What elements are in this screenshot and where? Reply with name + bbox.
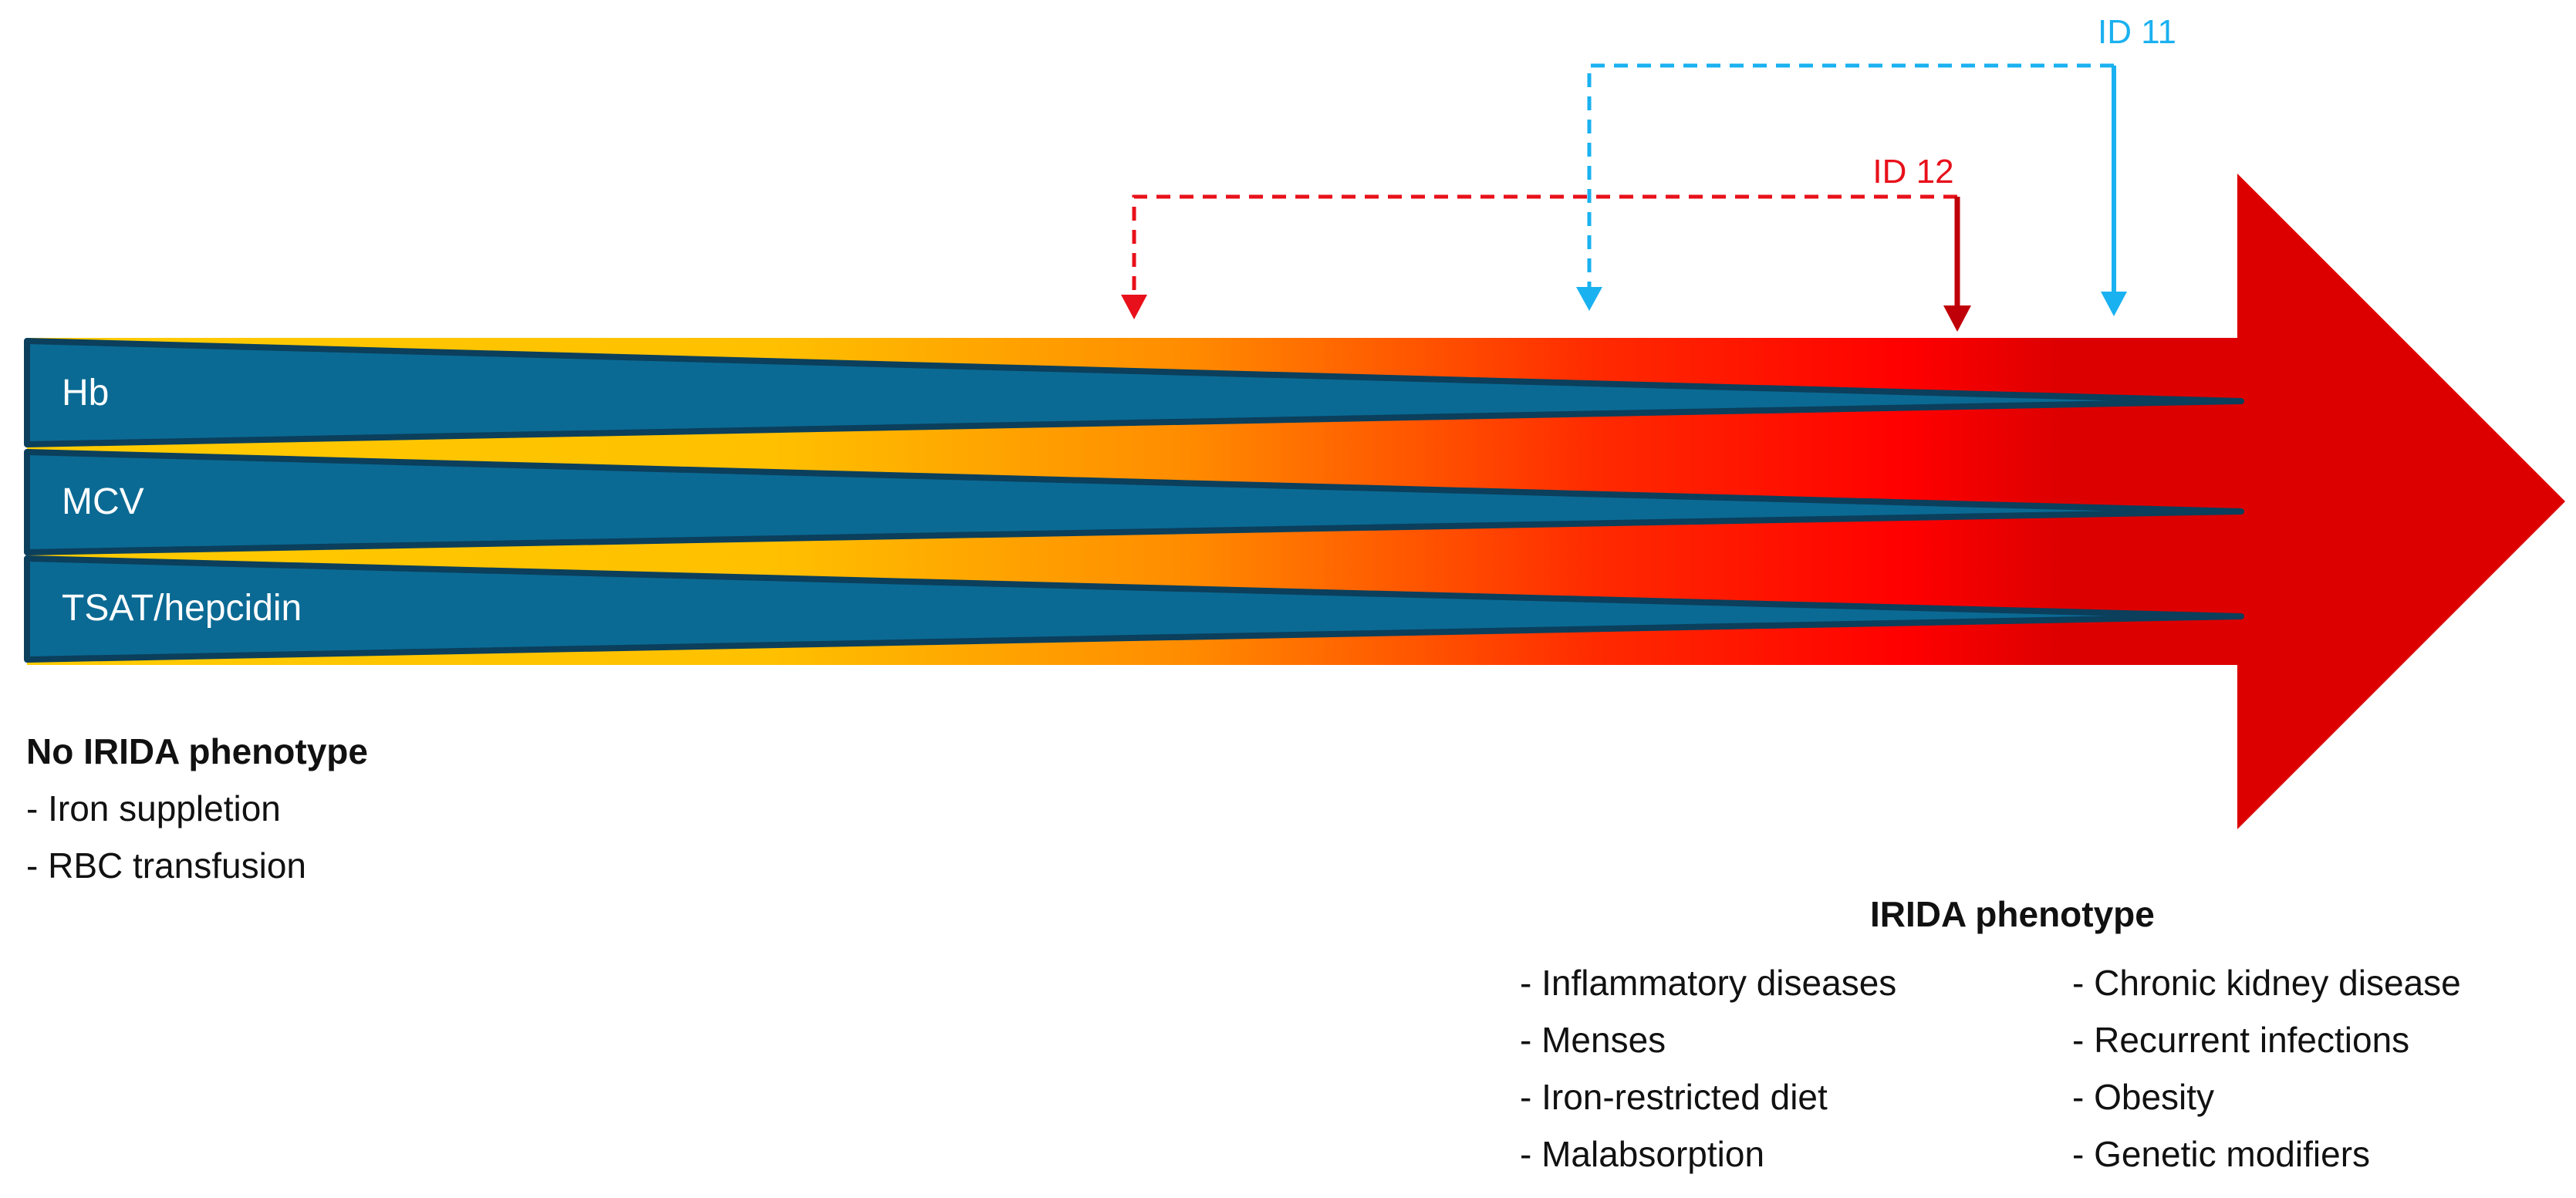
irida-block: IRIDA phenotype [1870,886,2155,943]
irida-item: - Genetic modifiers [2072,1134,2371,1174]
wedge-mcv [24,449,2244,555]
irida-item: - Inflammatory diseases [1520,963,1897,1003]
no-irida-item: - RBC transfusion [26,845,307,886]
irida-heading: IRIDA phenotype [1870,894,2155,934]
id11-dashed-arrowhead [1576,287,1602,311]
wedge-label-mcv: MCV [62,481,144,522]
irida-col1: - Inflammatory diseases - Menses - Iron-… [1520,954,1896,1183]
no-irida-heading: No IRIDA phenotype [26,731,368,771]
wedge-label-tsat-hepcidin: TSAT/hepcidin [62,588,302,629]
id12-dashed-arrowhead [1121,295,1147,319]
irida-item: - Obesity [2072,1077,2215,1117]
id11-dashed-bracket [1587,63,2114,289]
irida-item: - Menses [1520,1020,1666,1060]
irida-item: - Iron-restricted diet [1520,1077,1828,1117]
no-irida-item: - Iron suppletion [26,788,281,828]
marker-id11: ID 11 [1576,13,2176,316]
no-irida-block: No IRIDA phenotype - Iron suppletion - R… [26,723,368,894]
irida-item: - Malabsorption [1520,1134,1765,1174]
marker-id12: ID 12 [1121,153,1971,332]
id12-label: ID 12 [1872,153,1953,191]
wedge-label-hb: Hb [62,373,109,413]
irida-item: - Chronic kidney disease [2072,963,2461,1003]
irida-item: - Recurrent infections [2072,1020,2410,1060]
id11-label: ID 11 [2098,13,2176,51]
id12-solid-arrowhead [1943,305,1971,332]
wedge-hb [24,338,2244,447]
irida-col2: - Chronic kidney disease - Recurrent inf… [2072,954,2461,1183]
id11-solid-arrowhead [2101,292,2127,316]
id12-dashed-bracket [1132,194,1957,297]
wedge-tsat-hepcidin [24,555,2244,663]
